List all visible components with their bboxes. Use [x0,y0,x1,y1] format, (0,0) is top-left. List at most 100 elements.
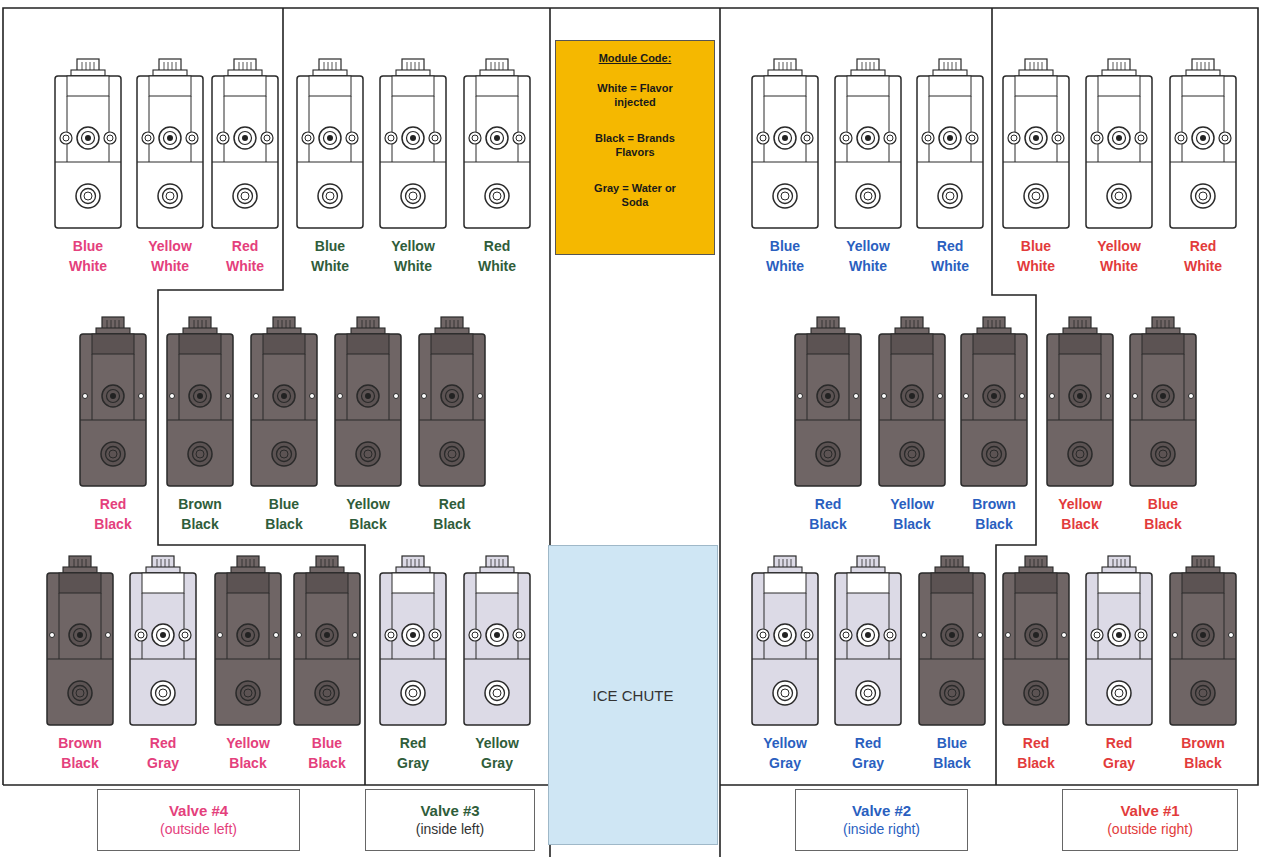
module-label: Yellow Black [346,494,390,534]
module-illustration [908,58,992,232]
valve-number: Valve #2 [852,801,911,820]
valve-position: (outside left) [160,820,237,839]
valve-module: Blue Black [1121,316,1205,534]
module-body [752,59,818,228]
valve-label-box: Valve #3(inside left) [365,789,535,851]
module-body [1130,317,1196,486]
module-body [752,556,818,725]
module-body [835,59,901,228]
module-body [335,317,401,486]
module-body [1170,59,1236,228]
module-illustration [326,316,410,490]
valve-module: Blue Black [242,316,326,534]
module-label: Yellow White [391,236,435,276]
module-body [835,556,901,725]
module-body [294,556,360,725]
module-illustration [994,58,1078,232]
module-body [1047,317,1113,486]
module-body [961,317,1027,486]
module-illustration [826,555,910,729]
ice-chute: ICE CHUTE [548,545,718,845]
module-label: Yellow Black [1058,494,1102,534]
module-body [297,59,363,228]
module-body [1086,59,1152,228]
module-label: Yellow Black [226,733,270,773]
valve-label-box: Valve #2(inside right) [795,789,968,851]
module-label: Yellow Gray [475,733,519,773]
module-body [1003,59,1069,228]
module-body [80,317,146,486]
module-illustration [826,58,910,232]
module-illustration [38,555,122,729]
valve-module: Yellow Black [870,316,954,534]
module-illustration [158,316,242,490]
valve-module: Yellow Gray [743,555,827,773]
ice-chute-label: ICE CHUTE [593,687,674,704]
module-body [130,556,196,725]
module-illustration [206,555,290,729]
valve-module: Blue White [994,58,1078,276]
module-body [879,317,945,486]
valve-module: Blue Black [285,555,369,773]
valve-module: Yellow Gray [455,555,539,773]
valve-module: Yellow White [1077,58,1161,276]
outer-border [3,784,550,786]
valve-position: (inside right) [843,820,920,839]
valve-module: Yellow White [371,58,455,276]
valve-module: Yellow Black [206,555,290,773]
valve-module: Red White [1161,58,1245,276]
module-label: Red Black [1017,733,1054,773]
module-label: Blue Black [308,733,345,773]
legend-entry: White = Flavor injected [583,81,687,109]
valve-position: (inside left) [416,820,484,839]
module-label: Yellow White [846,236,890,276]
module-illustration [1161,58,1245,232]
module-label: Red Gray [852,733,884,773]
valve-module: Blue White [743,58,827,276]
valve-module: Brown Black [952,316,1036,534]
module-body [795,317,861,486]
valve-module: Yellow Black [1038,316,1122,534]
valve-module: Yellow White [826,58,910,276]
module-label: Red Gray [147,733,179,773]
module-illustration [1121,316,1205,490]
module-body [55,59,121,228]
module-body [47,556,113,725]
module-illustration [455,58,539,232]
module-label: Red Gray [1103,733,1135,773]
valve-module: Red White [203,58,287,276]
module-body [137,59,203,228]
module-illustration [952,316,1036,490]
valve-module: Red Gray [1077,555,1161,773]
module-label: Brown Black [58,733,102,773]
module-illustration [128,58,212,232]
valve-module: Yellow Black [326,316,410,534]
module-code-box: Module Code:White = Flavor injectedBlack… [555,40,715,255]
valve-module: Red Gray [371,555,455,773]
valve-module: Blue White [46,58,130,276]
valve-module: Brown Black [158,316,242,534]
module-label: Yellow Gray [763,733,807,773]
module-body [215,556,281,725]
module-illustration [71,316,155,490]
module-label: Red White [1184,236,1222,276]
module-illustration [743,555,827,729]
valve-label-box: Valve #1(outside right) [1062,789,1238,851]
module-body [464,59,530,228]
module-label: Blue White [69,236,107,276]
module-illustration [1077,58,1161,232]
module-label: Blue White [1017,236,1055,276]
valve-number: Valve #4 [169,801,228,820]
module-illustration [994,555,1078,729]
valve-module: Yellow White [128,58,212,276]
module-illustration [786,316,870,490]
module-illustration [1038,316,1122,490]
module-illustration [455,555,539,729]
module-illustration [285,555,369,729]
valve-number: Valve #3 [420,801,479,820]
valve-module: Blue Black [910,555,994,773]
module-illustration [910,555,994,729]
module-illustration [870,316,954,490]
module-illustration [371,58,455,232]
module-label: Red White [931,236,969,276]
